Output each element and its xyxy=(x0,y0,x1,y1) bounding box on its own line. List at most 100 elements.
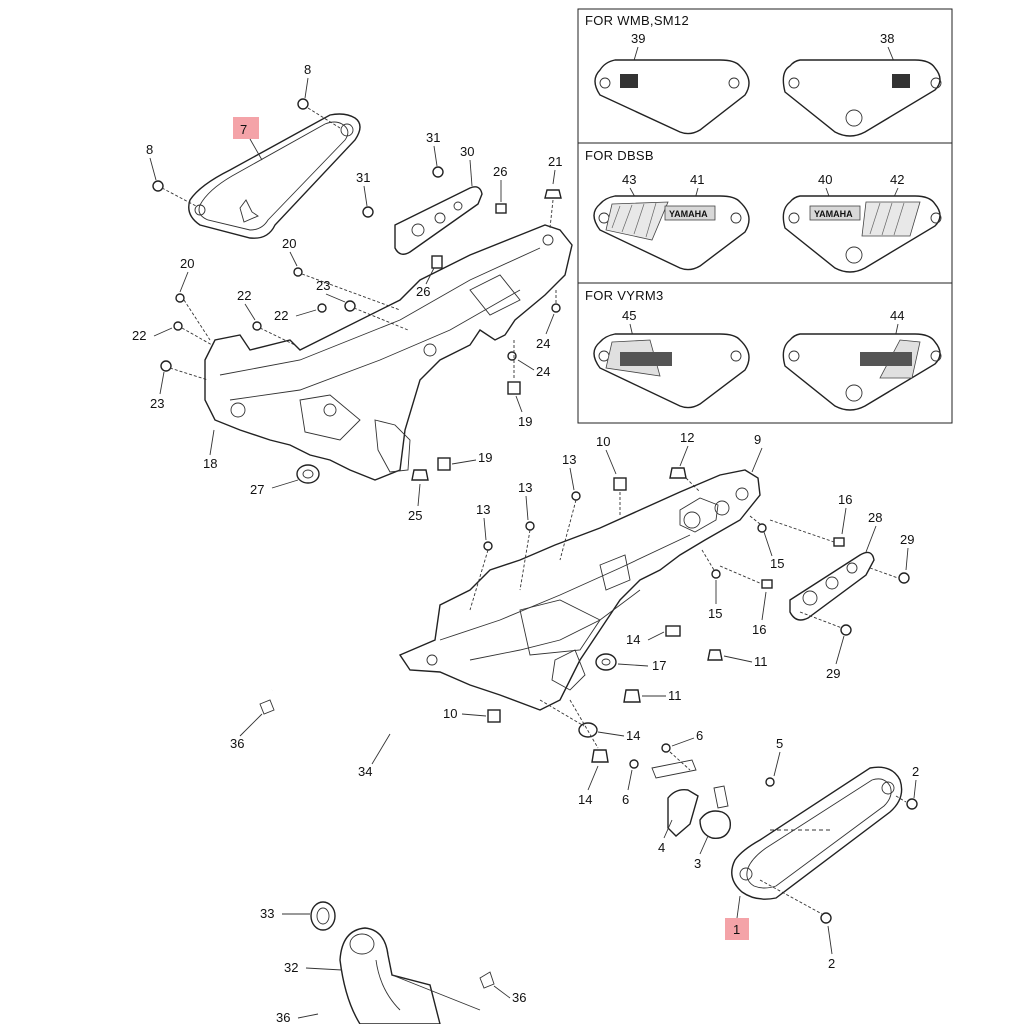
decal-inset-box: FOR WMB,SM12 39 38 FOR DBSB 43 41 40 42 … xyxy=(577,8,953,424)
label-18: 18 xyxy=(203,456,217,471)
part-1-cover-plate: 1 xyxy=(725,766,903,940)
label-25: 25 xyxy=(408,508,422,523)
label-21: 21 xyxy=(548,154,562,169)
part-30-bracket: 30 31 31 xyxy=(356,130,483,255)
label-29-bottom: 29 xyxy=(826,666,840,681)
callout-40: 40 xyxy=(818,172,832,187)
part-28-bracket: 28 29 29 xyxy=(789,510,914,681)
part-9-main-frame: 9 xyxy=(398,432,763,711)
label-23-left: 23 xyxy=(150,396,164,411)
yamaha-text-40: YAMAHA xyxy=(814,209,853,219)
label-30: 30 xyxy=(460,144,474,159)
panel-header-dbsb: FOR DBSB xyxy=(585,148,654,163)
label-27: 27 xyxy=(250,482,264,497)
parts-24-19-25-27: 24 24 19 19 25 27 xyxy=(250,290,561,523)
label-22-mid: 22 xyxy=(274,308,288,323)
part-36-clips: 36 36 36 xyxy=(230,699,526,1025)
fasteners-2: 2 2 xyxy=(759,764,919,971)
callout-38: 38 xyxy=(880,31,894,46)
label-32: 32 xyxy=(284,960,298,975)
label-24-top: 24 xyxy=(536,336,550,351)
label-12: 12 xyxy=(680,430,694,445)
label-36-right: 36 xyxy=(512,990,526,1005)
callout-44: 44 xyxy=(890,308,904,323)
label-34: 34 xyxy=(358,764,372,779)
label-20-right: 20 xyxy=(282,236,296,251)
emblem-39-icon xyxy=(620,74,638,88)
label-8-top: 8 xyxy=(304,62,311,77)
label-16-bottom: 16 xyxy=(752,622,766,637)
label-13-b: 13 xyxy=(518,480,532,495)
label-36-bottom: 36 xyxy=(276,1010,290,1024)
label-22-left: 22 xyxy=(132,328,146,343)
parts-32-33: 33 32 xyxy=(260,901,481,1025)
stripe-decal-42 xyxy=(861,201,921,237)
label-28: 28 xyxy=(868,510,882,525)
part-1-highlight xyxy=(725,918,749,940)
callout-42: 42 xyxy=(890,172,904,187)
part-18-rear-frame: 18 xyxy=(203,224,573,481)
label-24-bottom: 24 xyxy=(536,364,550,379)
label-11-right: 11 xyxy=(754,654,768,669)
label-33: 33 xyxy=(260,906,274,921)
badge-45-icon xyxy=(620,352,672,366)
label-14-top: 14 xyxy=(626,632,640,647)
parts-3-4-5-6: 5 3 4 6 6 xyxy=(622,728,783,871)
label-6-right: 6 xyxy=(696,728,703,743)
label-3: 3 xyxy=(694,856,701,871)
label-31-left: 31 xyxy=(356,170,370,185)
fasteners-20-22-23: 20 20 22 22 22 23 23 xyxy=(132,236,409,411)
label-14-bottom: 14 xyxy=(578,792,592,807)
label-15-left: 15 xyxy=(708,606,722,621)
panel-header-wmb: FOR WMB,SM12 xyxy=(585,13,689,28)
main-frame-fasteners: 10 12 13 13 13 15 15 16 16 xyxy=(443,430,852,807)
label-26-bottom: 26 xyxy=(416,284,430,299)
label-9: 9 xyxy=(754,432,761,447)
label-22-top: 22 xyxy=(237,288,251,303)
label-31-top: 31 xyxy=(426,130,440,145)
part-26-clips: 26 26 xyxy=(416,164,507,299)
label-10-top: 10 xyxy=(596,434,610,449)
part-21-nut: 21 xyxy=(544,154,562,229)
stripe-decal-43 xyxy=(605,201,669,241)
side-cover-left-wmb xyxy=(594,59,750,135)
emblem-38-icon xyxy=(892,74,910,88)
label-23-top: 23 xyxy=(316,278,330,293)
badge-44-icon xyxy=(860,352,912,366)
label-13-c: 13 xyxy=(476,502,490,517)
label-14-mid: 14 xyxy=(626,728,640,743)
label-2-top: 2 xyxy=(912,764,919,779)
label-26-top: 26 xyxy=(493,164,507,179)
label-4: 4 xyxy=(658,840,665,855)
callout-43: 43 xyxy=(622,172,636,187)
callout-39: 39 xyxy=(631,31,645,46)
label-7: 7 xyxy=(240,122,247,137)
label-6-left: 6 xyxy=(622,792,629,807)
label-13-a: 13 xyxy=(562,452,576,467)
part-7-highlight xyxy=(233,117,259,139)
label-10-bottom: 10 xyxy=(443,706,457,721)
yamaha-decal-41 xyxy=(664,205,716,221)
label-2-bottom: 2 xyxy=(828,956,835,971)
label-19-left: 19 xyxy=(478,450,492,465)
label-36-top: 36 xyxy=(230,736,244,751)
label-19-right: 19 xyxy=(518,414,532,429)
fastener-8: 8 8 xyxy=(146,62,341,207)
label-29-right: 29 xyxy=(900,532,914,547)
panel-header-vyrm3: FOR VYRM3 xyxy=(585,288,664,303)
label-16-top: 16 xyxy=(838,492,852,507)
part-7-side-cover: 7 xyxy=(188,113,361,239)
label-1: 1 xyxy=(733,922,740,937)
label-11-left: 11 xyxy=(668,688,682,703)
label-5: 5 xyxy=(776,736,783,751)
callout-45: 45 xyxy=(622,308,636,323)
label-15-right: 15 xyxy=(770,556,784,571)
yamaha-text-41: YAMAHA xyxy=(669,209,708,219)
label-17: 17 xyxy=(652,658,666,673)
callout-41: 41 xyxy=(690,172,704,187)
label-8-left: 8 xyxy=(146,142,153,157)
side-cover-right-wmb xyxy=(782,59,941,137)
label-20-left: 20 xyxy=(180,256,194,271)
